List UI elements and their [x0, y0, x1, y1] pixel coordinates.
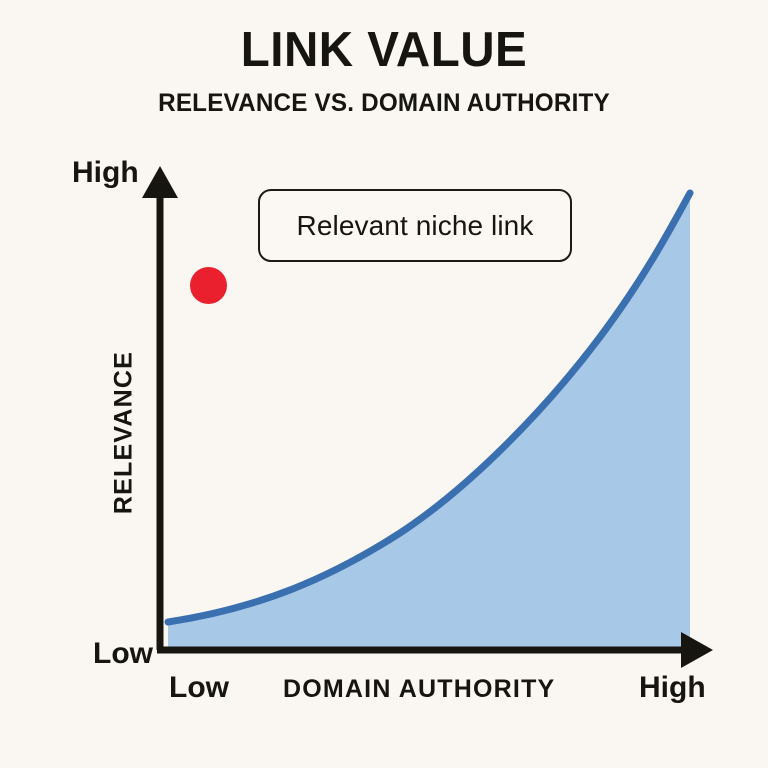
data-point-marker: [190, 267, 227, 304]
x-axis-arrow-icon: [681, 632, 713, 668]
area-fill-shape: [168, 193, 690, 648]
annotation-callout-label: Relevant niche link: [296, 209, 534, 241]
curve-line: [164, 189, 694, 626]
y-axis-arrow-icon: [142, 166, 178, 198]
annotation-callout-box: Relevant niche link: [258, 189, 572, 262]
